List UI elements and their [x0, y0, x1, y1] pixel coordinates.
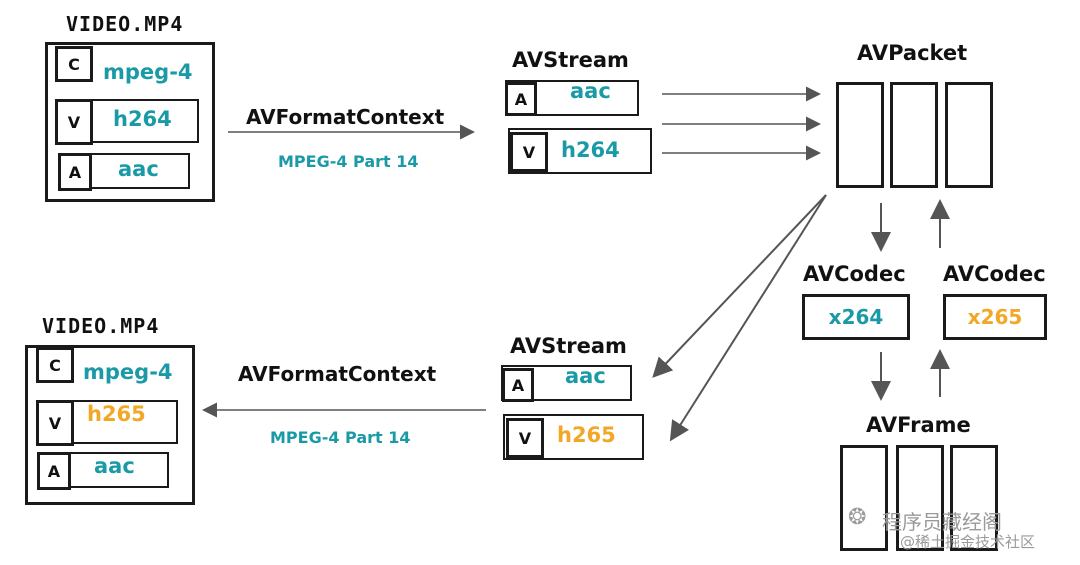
decoder-box: x264	[802, 294, 910, 340]
top-stream-video-value: h264	[561, 138, 620, 162]
packet-slot-3	[945, 82, 993, 188]
top-file-tag-c: C	[55, 46, 93, 82]
bottom-context-label: AVFormatContext	[238, 362, 437, 386]
packet-to-bottom-stream-arrow-2	[669, 194, 827, 442]
frame-slot-1	[840, 445, 888, 551]
top-stream-tag-a: A	[505, 82, 537, 116]
top-stream-title: AVStream	[512, 48, 629, 72]
top-file-tag-a: A	[58, 153, 92, 191]
top-file-audio-value: aac	[118, 157, 159, 181]
bottom-stream-video-value: h265	[557, 423, 616, 447]
top-context-sub: MPEG-4 Part 14	[278, 152, 419, 171]
bottom-file-container-value: mpeg-4	[83, 360, 173, 384]
bottom-file-audio-value: aac	[94, 454, 135, 478]
top-file-container-value: mpeg-4	[103, 60, 193, 84]
packet-title: AVPacket	[857, 41, 968, 65]
bottom-file-video-value: h265	[87, 402, 146, 426]
decoder-title: AVCodec	[803, 262, 906, 286]
bottom-file-name: VIDEO.MP4	[42, 314, 160, 338]
watermark-line-1: 程序员藏经阁	[882, 510, 1002, 534]
encoder-box: x265	[943, 294, 1047, 340]
top-stream-audio-value: aac	[570, 79, 611, 103]
bottom-file-tag-c: C	[36, 347, 74, 383]
packet-slot-1	[836, 82, 884, 188]
bottom-file-tag-v: V	[36, 400, 74, 446]
bottom-stream-title: AVStream	[510, 334, 627, 358]
top-stream-tag-v: V	[510, 132, 548, 172]
frame-slot-3	[950, 445, 998, 551]
packet-to-bottom-stream-arrow-1	[652, 194, 827, 378]
bottom-stream-tag-a: A	[502, 368, 534, 402]
bottom-file-tag-a: A	[37, 452, 71, 490]
packet-slot-2	[890, 82, 938, 188]
top-file-video-value: h264	[113, 107, 172, 131]
top-context-label: AVFormatContext	[246, 105, 445, 129]
watermark-line-2: @稀土掘金技术社区	[900, 533, 1036, 551]
wechat-icon: ❂	[848, 505, 867, 530]
encoder-title: AVCodec	[943, 262, 1046, 286]
bottom-context-sub: MPEG-4 Part 14	[270, 428, 411, 447]
top-file-name: VIDEO.MP4	[66, 12, 184, 36]
frame-title: AVFrame	[866, 413, 971, 437]
frame-slot-2	[896, 445, 944, 551]
top-file-tag-v: V	[55, 99, 93, 145]
bottom-stream-tag-v: V	[506, 418, 544, 458]
bottom-stream-audio-value: aac	[565, 364, 606, 388]
